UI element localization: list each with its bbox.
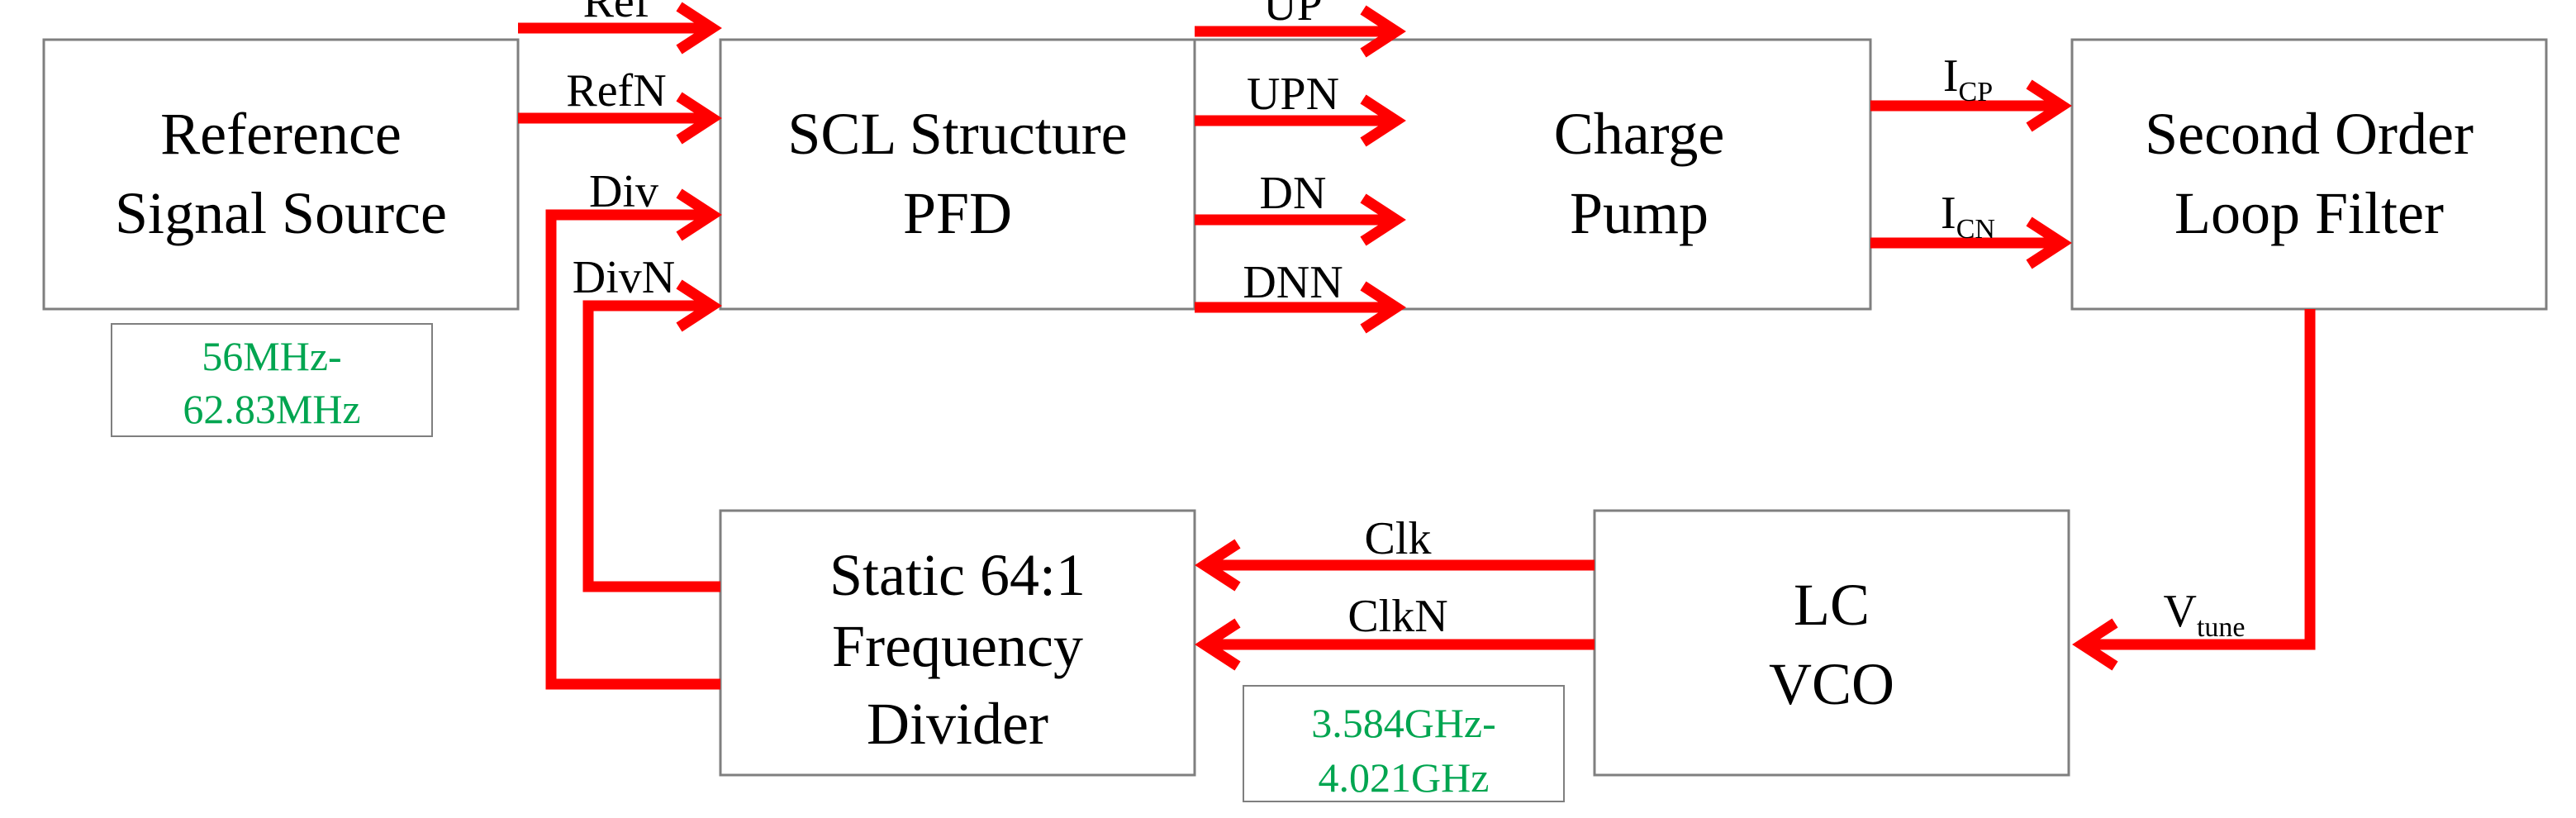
reference-signal-source-block: Reference Signal Source <box>42 38 520 311</box>
reference-frequency-range: 56MHz- 62.83MHz <box>111 323 433 437</box>
upn-label: UPN <box>1247 69 1339 120</box>
pfd-block-label-line1: SCL Structure <box>787 101 1127 167</box>
divn-feedback-wire <box>582 279 722 592</box>
dnn-wire <box>1195 281 1406 334</box>
vco-range-line1: 3.584GHz- <box>1311 700 1496 746</box>
refn-wire <box>518 92 722 145</box>
vco-label-line1: LC <box>1794 572 1870 638</box>
refn-label: RefN <box>566 65 666 117</box>
dn-wire <box>1195 193 1406 246</box>
vco-range-line2: 4.021GHz <box>1319 754 1490 801</box>
lc-vco-block: LC VCO <box>1593 509 2070 777</box>
reference-block-label-line1: Reference <box>160 101 402 167</box>
icn-label: ICN <box>1941 188 1995 245</box>
div-feedback-wire <box>545 188 722 690</box>
divider-label-line3: Divider <box>867 691 1048 757</box>
upn-wire <box>1195 94 1406 147</box>
divn-label: DivN <box>573 252 675 303</box>
dn-label: DN <box>1260 168 1327 219</box>
loop-filter-block: Second Order Loop Filter <box>2070 38 2548 311</box>
icp-label: ICP <box>1943 50 1993 107</box>
pfd-block-label-line2: PFD <box>903 180 1012 246</box>
divider-label-line2: Frequency <box>832 613 1083 679</box>
ref-wire <box>518 2 722 55</box>
reference-range-line1: 56MHz- <box>202 333 341 379</box>
ref-label: Ref <box>583 0 650 27</box>
vco-label-line2: VCO <box>1769 651 1894 717</box>
charge-pump-label-line2: Pump <box>1570 180 1709 246</box>
up-wire <box>1195 5 1406 58</box>
reference-range-line2: 62.83MHz <box>183 386 360 432</box>
icn-wire <box>1870 216 2072 269</box>
loop-filter-label-line1: Second Order <box>2145 101 2474 167</box>
dnn-label: DNN <box>1243 257 1343 308</box>
vtune-wire <box>2072 309 2316 671</box>
clk-label: Clk <box>1365 513 1432 564</box>
loop-filter-label-line2: Loop Filter <box>2174 180 2444 246</box>
clkn-label: ClkN <box>1347 591 1447 642</box>
div-label: Div <box>589 166 658 217</box>
up-label: UP <box>1263 0 1323 31</box>
frequency-divider-block: Static 64:1 Frequency Divider <box>719 509 1196 777</box>
pfd-block: SCL Structure PFD <box>719 38 1196 311</box>
vtune-label: Vtune <box>2164 586 2246 643</box>
divider-label-line1: Static 64:1 <box>829 542 1086 608</box>
reference-block-label-line2: Signal Source <box>115 180 447 246</box>
charge-pump-block: Charge Pump <box>1193 38 1872 311</box>
vco-frequency-range: 3.584GHz- 4.021GHz <box>1243 685 1565 802</box>
clk-wire <box>1195 539 1595 592</box>
icp-wire <box>1870 79 2072 132</box>
clkn-wire <box>1195 618 1595 671</box>
charge-pump-label-line1: Charge <box>1554 101 1725 167</box>
